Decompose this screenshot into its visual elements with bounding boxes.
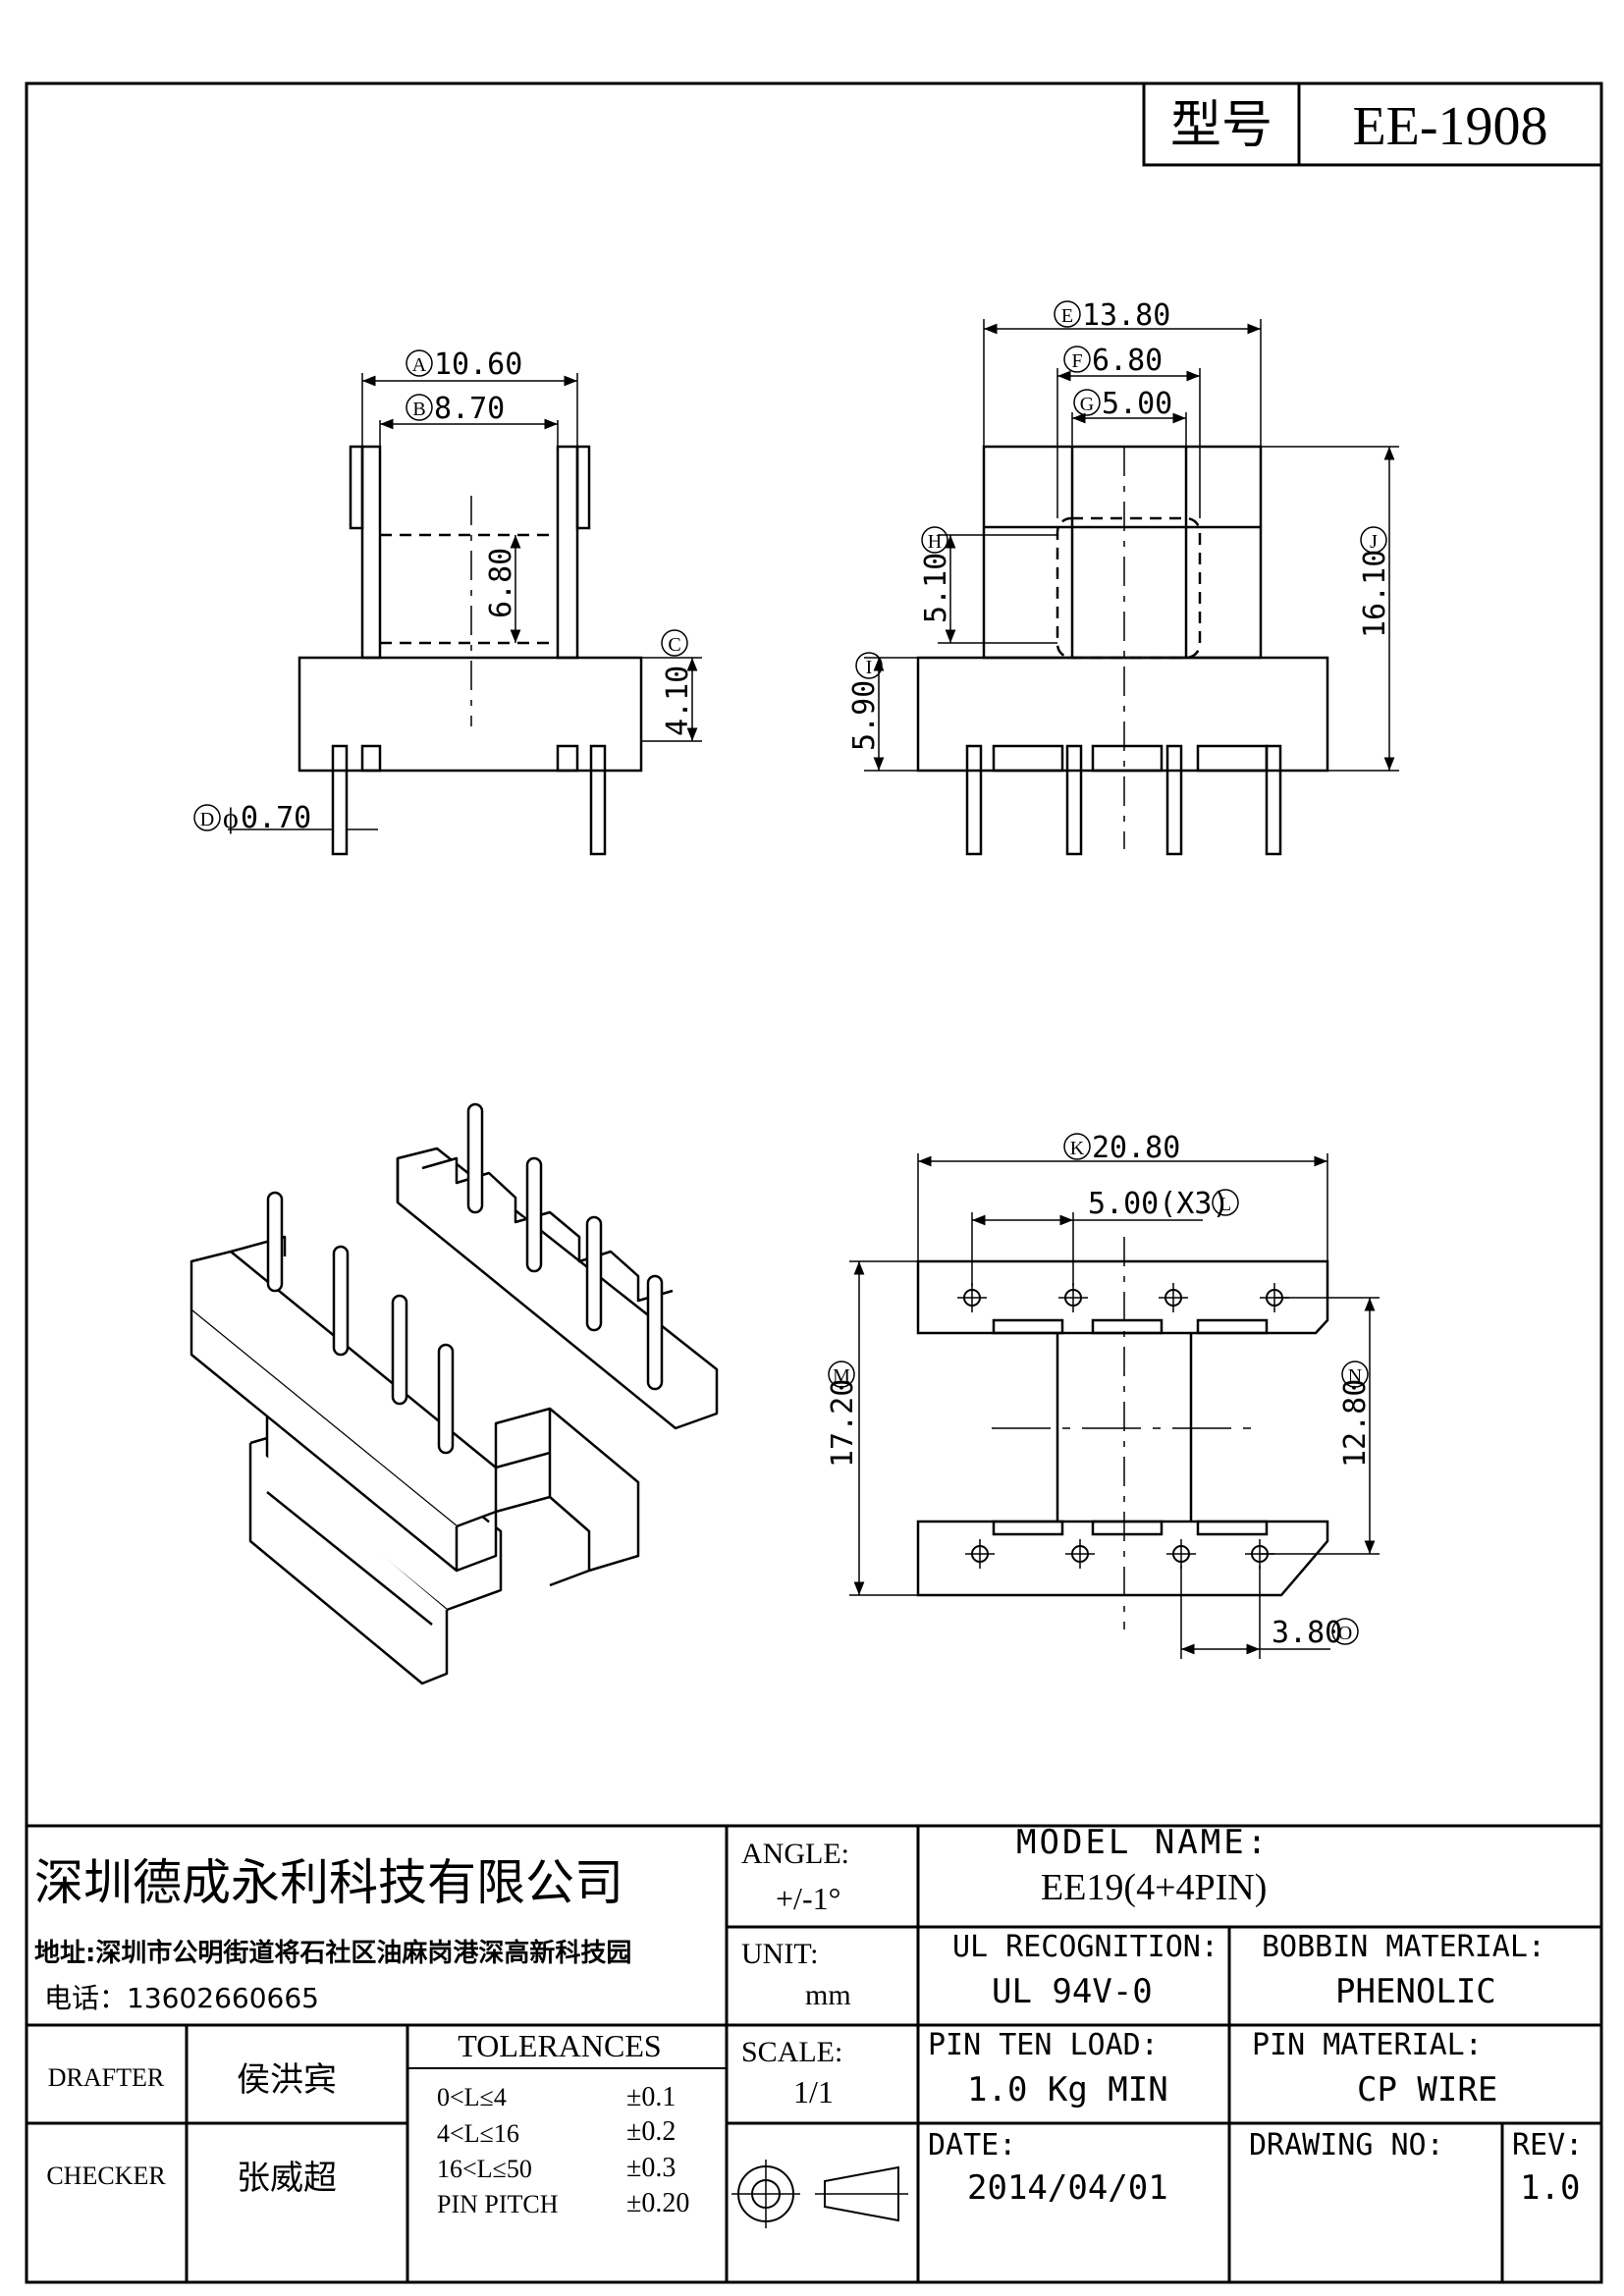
dim-f-letter: F <box>1071 350 1082 372</box>
dim-g-letter: G <box>1080 394 1094 415</box>
dim-c-letter: C <box>668 634 680 656</box>
ul-value: UL 94V-0 <box>992 1972 1153 2011</box>
dim-o-value: 3.80 <box>1272 1616 1342 1650</box>
dim-d-value: 0.70 <box>241 801 311 835</box>
dim-b-letter: B <box>412 399 425 420</box>
dim-n-value: 12.80 <box>1338 1379 1373 1468</box>
title-block-grid <box>27 1824 1601 2282</box>
drafter-name: 侯洪宾 <box>237 2060 337 2100</box>
side-view-dimensions <box>864 319 1399 772</box>
scale-label: SCALE: <box>741 2036 842 2068</box>
drafter-label: DRAFTER <box>48 2063 165 2092</box>
model-header: 型号 EE-1908 <box>1142 81 1603 167</box>
dim-g-value: 5.00 <box>1102 387 1172 421</box>
model-name-label: MODEL NAME: <box>1016 1823 1270 1862</box>
tolerance-value: ±0.20 <box>626 2188 689 2218</box>
dim-d-symbol: ϕ <box>223 802 239 834</box>
angle-label: ANGLE: <box>741 1838 849 1870</box>
pin-load-label: PIN TEN LOAD: <box>928 2028 1159 2062</box>
dim-n-letter: N <box>1348 1365 1362 1387</box>
model-label: 型号 <box>1170 96 1272 155</box>
dim-b-value: 8.70 <box>434 392 505 426</box>
isometric-view <box>189 1102 719 1685</box>
front-view-dimensions <box>228 373 702 830</box>
tolerance-range: 0<L≤4 <box>437 2083 507 2111</box>
dim-k-value: 20.80 <box>1092 1131 1180 1165</box>
rev-label: REV: <box>1512 2128 1583 2163</box>
rev-value: 1.0 <box>1520 2168 1580 2208</box>
dim-i-letter: I <box>866 657 873 678</box>
company-name: 深圳德成永利科技有限公司 <box>34 1854 623 1911</box>
pin-material-label: PIN MATERIAL: <box>1252 2028 1483 2062</box>
checker-label: CHECKER <box>46 2162 166 2190</box>
dim-e-letter: E <box>1061 305 1073 327</box>
title-block-text: 深圳德成永利科技有限公司 地址:深圳市公明街道将石社区油麻岗港深高新科技园 电话… <box>34 1823 1583 2218</box>
side-view <box>916 445 1329 856</box>
angle-value: +/-1° <box>776 1881 840 1916</box>
dim-f-value: 6.80 <box>1092 344 1163 378</box>
dim-e-value: 13.80 <box>1082 298 1170 333</box>
dim-l-value: 5.00(X3) <box>1088 1187 1230 1221</box>
model-name-value: EE19(4+4PIN) <box>1041 1867 1267 1908</box>
drawing-border <box>25 81 1603 2284</box>
bottom-view-pin-holes <box>957 1283 1289 1569</box>
bobbin-label: BOBBIN MATERIAL: <box>1262 1930 1545 1964</box>
tolerance-range: 16<L≤50 <box>437 2155 532 2183</box>
dim-a-value: 10.60 <box>434 347 522 382</box>
dim-core-height: 6.80 <box>484 548 518 618</box>
dim-h-letter: H <box>928 531 942 553</box>
dim-d-letter: D <box>200 809 214 830</box>
front-view-labels: A 10.60 B 8.70 6.80 C 4.10 D ϕ 0.70 <box>193 347 695 835</box>
date-value: 2014/04/01 <box>967 2168 1168 2208</box>
ul-label: UL RECOGNITION: <box>952 1930 1218 1964</box>
scale-value: 1/1 <box>793 2074 834 2109</box>
tolerance-value: ±0.1 <box>626 2082 676 2112</box>
model-value: EE-1908 <box>1352 96 1547 157</box>
pin-load-value: 1.0 Kg MIN <box>967 2070 1168 2109</box>
bobbin-value: PHENOLIC <box>1335 1972 1496 2011</box>
unit-value: mm <box>805 1979 851 2011</box>
drawing-no-label: DRAWING NO: <box>1249 2128 1444 2163</box>
unit-label: UNIT: <box>741 1938 819 1970</box>
bottom-view-dimensions <box>849 1153 1380 1659</box>
side-view-labels: E 13.80 F 6.80 G 5.00 H 5.10 I 5.90 16.1… <box>847 298 1392 751</box>
tolerances-title: TOLERANCES <box>458 2028 661 2063</box>
company-address: 地址:深圳市公明街道将石社区油麻岗港深高新科技园 <box>34 1938 631 1968</box>
tolerance-value: ±0.2 <box>626 2116 676 2147</box>
projection-symbol-icon <box>731 2160 908 2228</box>
bottom-view-labels: K 20.80 5.00(X3) L M 17.20 N 12.80 3.80 … <box>826 1131 1373 1650</box>
front-view <box>298 445 643 856</box>
dim-j-letter: J <box>1370 531 1378 553</box>
dim-h-value: 5.10 <box>919 553 953 623</box>
tolerance-value: ±0.3 <box>626 2153 676 2183</box>
company-phone: 电话：13602660665 <box>44 1982 319 2014</box>
checker-name: 张威超 <box>237 2159 337 2198</box>
bottom-view <box>916 1237 1329 1629</box>
tolerance-range: 4<L≤16 <box>437 2119 519 2148</box>
tolerance-range: PIN PITCH <box>437 2190 559 2218</box>
pin-material-value: CP WIRE <box>1357 2070 1497 2109</box>
date-label: DATE: <box>928 2128 1016 2163</box>
dim-i-value: 5.90 <box>847 680 882 751</box>
dim-k-letter: K <box>1070 1138 1085 1159</box>
dim-a-letter: A <box>412 354 427 376</box>
dim-j-value: 16.10 <box>1358 550 1392 638</box>
dim-m-value: 17.20 <box>826 1379 860 1468</box>
dim-m-letter: M <box>833 1365 850 1387</box>
dim-l-letter: L <box>1219 1194 1231 1215</box>
dim-o-letter: O <box>1338 1623 1352 1644</box>
dim-c-value: 4.10 <box>661 666 695 736</box>
